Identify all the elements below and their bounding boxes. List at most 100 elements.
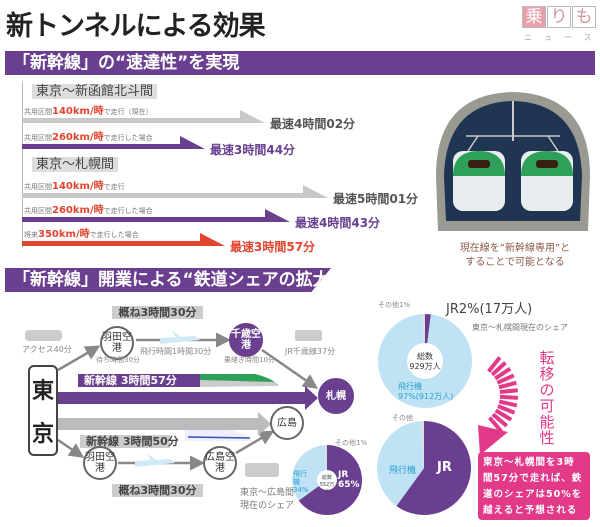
tokyo-char: 京 bbox=[31, 422, 54, 448]
speed-arrow bbox=[22, 185, 328, 198]
haneda-airport-node: 羽田空港 bbox=[100, 326, 134, 360]
route-label: 東京～新函館北斗間 bbox=[32, 84, 158, 99]
pie-label: 飛行機 97%(912万人) bbox=[398, 382, 453, 402]
speed-condition: 将来350km/時で走行した場合 bbox=[24, 225, 139, 240]
center-line: 929万人 bbox=[409, 362, 441, 371]
pie-label: その他1% bbox=[335, 439, 368, 447]
wait-time: 待ち時間30分 bbox=[96, 356, 140, 364]
pie-label: JR bbox=[437, 460, 452, 475]
cond-pre: 将来 bbox=[24, 231, 38, 239]
cond-pre: 共用区間 bbox=[24, 207, 52, 215]
haneda-airport-node: 羽田空港 bbox=[83, 446, 117, 480]
transfer-arrow-dash bbox=[494, 408, 513, 422]
speed-condition: 共用区間260km/時で走行した場合 bbox=[24, 128, 153, 143]
pie-hole bbox=[407, 343, 443, 379]
speed-arrow bbox=[22, 110, 265, 123]
cond-post: で走行 bbox=[103, 183, 125, 191]
sapporo-share-label: 東京～札幌間現在のシェア bbox=[472, 323, 568, 332]
shinkansen-hiroshima-label: 新幹線 3時間50分 bbox=[80, 435, 179, 448]
travel-time-result: 最速3時間44分 bbox=[210, 143, 296, 157]
transfer-arrow-dash bbox=[498, 380, 517, 390]
cond-post: で走行した場合 bbox=[103, 134, 153, 142]
pie-slice-JR bbox=[396, 421, 471, 515]
train-icon bbox=[185, 430, 252, 441]
transfer-arrow-dash bbox=[493, 367, 512, 381]
top-total-time: 概ね3時間30分 bbox=[112, 306, 203, 319]
transfer-arrow-dash bbox=[497, 404, 516, 415]
transfer-arrow-dash bbox=[496, 373, 515, 385]
label-line: 飛行機 bbox=[398, 382, 422, 391]
speed-arrow bbox=[22, 136, 205, 149]
shinkansen-sapporo-arrow bbox=[57, 386, 318, 410]
pie-slice-飛行機 bbox=[292, 445, 327, 501]
logo: 乗 り も ニュース bbox=[522, 6, 598, 46]
transfer-arrow-dash bbox=[490, 361, 507, 377]
section2-heading: 「新幹線」開業による“鉄道シェアの拡大” bbox=[5, 268, 331, 292]
page-title: 新トンネルによる効果 bbox=[6, 11, 266, 42]
cond-post: で走行した場合 bbox=[103, 207, 153, 215]
cond-speed: 140km/時 bbox=[52, 106, 104, 117]
cond-pre: 共用区間 bbox=[24, 134, 52, 142]
logo-sub: ニュース bbox=[524, 33, 600, 42]
travel-time-result: 最速4時間02分 bbox=[270, 117, 356, 131]
travel-time-result: 最速3時間57分 bbox=[230, 240, 316, 254]
cond-post: で走行（現在） bbox=[103, 108, 153, 116]
pie-label: その他1% bbox=[378, 301, 411, 309]
pie-label: JR2%(17万人) bbox=[446, 302, 533, 317]
cond-pre: 共用区間 bbox=[24, 108, 52, 116]
speed-arrows bbox=[22, 110, 328, 246]
cond-post: で走行した場合 bbox=[89, 231, 139, 239]
transfer-arrow-dash bbox=[498, 399, 518, 408]
hiroshima-share-label: 東京～広島間 現在のシェア bbox=[240, 487, 294, 513]
tunnel-caption: 現在線を“新幹線専用”と することで可能となる bbox=[440, 242, 590, 270]
pie-label: 飛行機 34% bbox=[293, 470, 309, 494]
transfer-arrow-dash bbox=[487, 356, 502, 373]
transfer-arrow-dash bbox=[491, 412, 509, 428]
route-diagram bbox=[25, 330, 322, 477]
pie-hole bbox=[317, 470, 337, 490]
label-line: 97%(912万人) bbox=[398, 392, 454, 401]
label-line: 現在のシェア bbox=[240, 501, 295, 511]
sapporo-node: 札幌 bbox=[318, 378, 354, 414]
forecast-note: 東京～札幌間を3時間57分で走れば、鉄道のシェアは50%を越えると予想される bbox=[478, 452, 590, 520]
transfer-arrow-dash bbox=[488, 416, 503, 433]
tokyo-node: 東京 bbox=[28, 365, 58, 456]
tunnel-illustration bbox=[436, 92, 590, 231]
chitose-airport-node: 千歳空港 bbox=[229, 323, 263, 357]
shinkansen-sapporo-label: 新幹線 3時間57分 bbox=[78, 374, 200, 387]
speed-arrow bbox=[22, 209, 290, 222]
cond-speed: 350km/時 bbox=[38, 229, 90, 240]
tokyo-char: 東 bbox=[31, 378, 54, 404]
speed-condition: 共用区間140km/時で走行（現在） bbox=[24, 102, 153, 117]
pie-center-label: 総数 929万人 bbox=[407, 352, 443, 372]
section1-heading: 「新幹線」の“速達性”を実現 bbox=[5, 51, 595, 75]
train-icon bbox=[453, 151, 505, 211]
cond-speed: 260km/時 bbox=[52, 205, 104, 216]
pie-label: 飛行機 bbox=[389, 466, 417, 476]
pie-slice-その他 bbox=[421, 421, 424, 468]
logo-char: り bbox=[547, 6, 571, 28]
bus-icon bbox=[245, 463, 279, 477]
train-icon bbox=[521, 151, 573, 211]
speed-condition: 共用区間140km/時で走行 bbox=[24, 177, 125, 192]
train-icon bbox=[295, 330, 322, 341]
speed-condition: 共用区間260km/時で走行した場合 bbox=[24, 201, 153, 216]
plane-icon bbox=[135, 453, 175, 467]
speed-arrow bbox=[22, 233, 225, 246]
transfer-arrow-dash bbox=[499, 388, 518, 394]
bottom-total-time: 概ね3時間30分 bbox=[112, 484, 203, 497]
travel-time-result: 最速5時間01分 bbox=[333, 192, 419, 206]
route-label: 東京～札幌間 bbox=[32, 157, 119, 172]
pie-label: その他 bbox=[392, 414, 413, 422]
transfer-possibility: 転移の可能性 bbox=[539, 349, 555, 447]
pie-slice-飛行機 bbox=[376, 421, 424, 507]
pie-label: JR 65% bbox=[338, 470, 360, 490]
caption-line: 現在線を“新幹線専用”と bbox=[459, 243, 571, 254]
train-icon bbox=[25, 330, 62, 341]
jr-chitose-time: JR千歳線37分 bbox=[285, 347, 336, 356]
travel-time-result: 最速4時間43分 bbox=[295, 216, 381, 230]
label-line: 東京～広島間 bbox=[240, 488, 295, 498]
hiroshima-airport-node: 広島空港 bbox=[203, 446, 237, 480]
center-line: 総数 bbox=[417, 352, 433, 361]
